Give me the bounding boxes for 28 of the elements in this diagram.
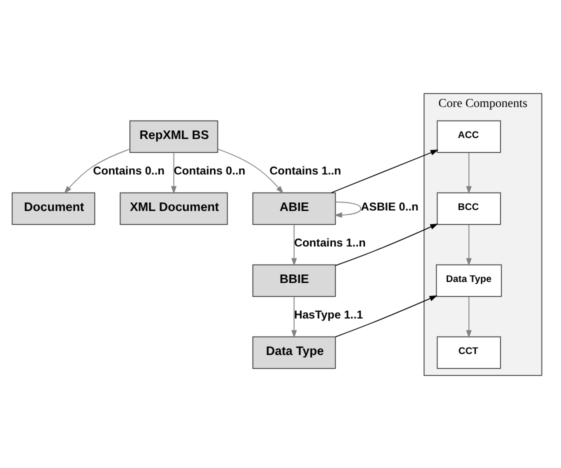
- arrow: [291, 296, 297, 338]
- arrow: [466, 296, 472, 338]
- node-box: XML Document: [120, 192, 228, 224]
- arrow: [334, 201, 362, 218]
- node-box: Document: [12, 192, 96, 224]
- edge-label: ASBIE 0..n: [360, 201, 419, 214]
- edge-label: Contains 0..n: [92, 165, 165, 178]
- arrow: [330, 149, 438, 193]
- node-box: ACC: [436, 120, 501, 152]
- edge-label: HasType 1..1: [294, 309, 364, 322]
- edge-label: Contains 1..n: [294, 237, 366, 250]
- arrow: [466, 224, 472, 266]
- edge-label: Contains 0..n: [174, 165, 246, 178]
- node-box: CCT: [436, 336, 501, 368]
- node-box: ABIE: [252, 192, 336, 224]
- node-box: Data Type: [252, 336, 336, 368]
- arrow: [171, 152, 177, 194]
- node-box: Data Type: [436, 264, 502, 296]
- arrow: [217, 148, 284, 194]
- node-box: BCC: [436, 192, 501, 224]
- node-box: BBIE: [252, 264, 336, 296]
- arrow: [64, 148, 130, 194]
- arrow: [334, 223, 438, 266]
- arrow: [335, 294, 438, 337]
- arrow: [291, 224, 297, 266]
- edge-label: Contains 1..n: [270, 165, 342, 178]
- node-box: RepXML BS: [129, 120, 218, 152]
- arrow: [466, 152, 472, 194]
